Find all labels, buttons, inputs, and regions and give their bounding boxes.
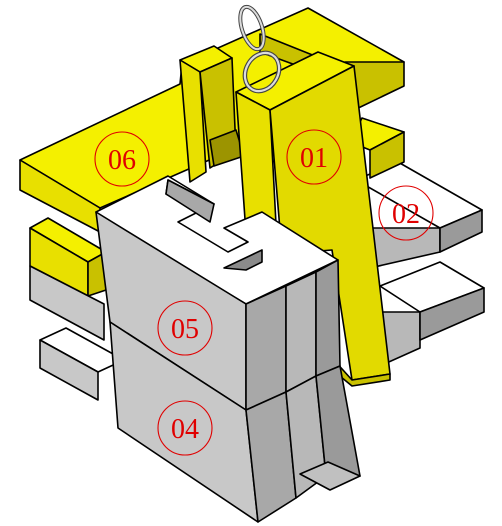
label-02-text: 02 (392, 199, 420, 230)
part-01-left-pillar-front (179, 59, 207, 183)
label-06-text: 06 (108, 145, 136, 176)
part-05 (95, 175, 341, 411)
left-layer-2-front (39, 339, 99, 401)
part-05-notch-back (165, 179, 215, 223)
part-02-plates (355, 161, 485, 367)
label-04: 04 (157, 400, 213, 456)
key-ring-icon (238, 4, 282, 94)
part-05-right-column-front (285, 271, 317, 393)
part-05-right-side (245, 285, 287, 411)
part-02-upper-side (439, 209, 483, 253)
left-grey-layers (29, 265, 125, 401)
label-01-text: 01 (300, 143, 328, 174)
part-05-right-column-side (315, 259, 341, 377)
label-04-text: 04 (171, 414, 199, 445)
label-05: 05 (157, 300, 213, 356)
part-01 (179, 45, 391, 387)
left-layer-1-front (29, 265, 105, 341)
part-02-upper-front (369, 227, 441, 269)
part-04-right-column-top (299, 461, 361, 491)
label-02: 02 (378, 185, 434, 241)
label-06: 06 (94, 131, 150, 187)
label-05-text: 05 (171, 314, 199, 345)
part-labels: 06 01 02 05 04 (94, 129, 434, 456)
part-04 (109, 321, 361, 523)
part-02-lower-side (419, 287, 485, 341)
part-06-right-ledge-side (369, 131, 405, 179)
part-05-right-notch-side (223, 249, 263, 271)
label-01: 01 (286, 129, 342, 185)
